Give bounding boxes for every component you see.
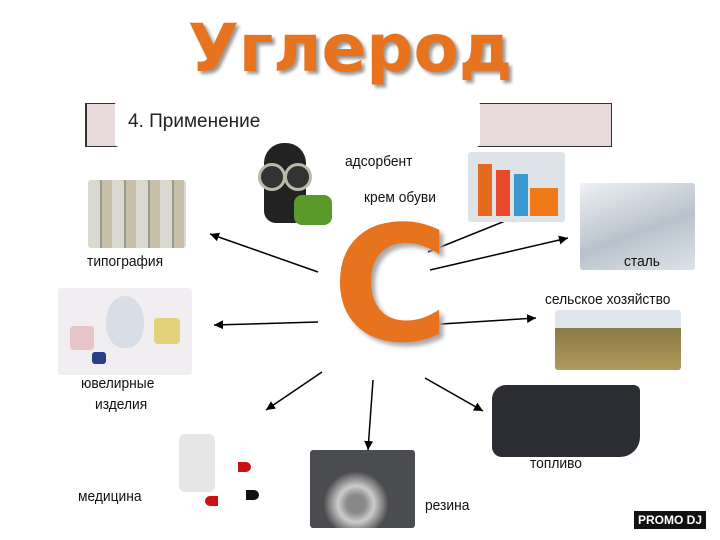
label-shoe-cream: крем обуви	[364, 189, 436, 206]
label-typography: типография	[87, 253, 164, 270]
arrow-agriculture	[424, 314, 537, 326]
arrow-fuel	[424, 377, 484, 412]
arrow-jewelry	[213, 320, 319, 330]
carbon-symbol: C	[332, 191, 450, 378]
label-steel: сталь	[624, 253, 660, 270]
medicine-image	[175, 430, 269, 512]
label-fuel: топливо	[530, 455, 582, 472]
slide-title: Углерод	[187, 10, 513, 87]
arrow-steel	[429, 235, 569, 271]
steel-pipe-image	[580, 183, 695, 270]
arrow-medicine	[265, 371, 323, 411]
label-agriculture: сельское хозяйство	[545, 291, 671, 308]
coal-image	[492, 385, 640, 457]
gas-mask-image	[250, 143, 334, 235]
label-rubber: резина	[425, 497, 470, 514]
label-medicine: медицина	[78, 488, 142, 505]
tire-image	[310, 450, 415, 528]
section-heading: 4. Применение	[128, 111, 261, 132]
shoe-cream-image	[468, 152, 565, 222]
diamonds-image	[58, 288, 192, 375]
field-image	[555, 310, 681, 370]
section-bar-label-bg	[115, 101, 480, 147]
newspapers-image	[88, 180, 186, 248]
arrow-typography	[209, 232, 319, 273]
watermark-logo: PROMO DJ	[634, 511, 707, 529]
label-jewelry-line1: ювелирные	[81, 375, 155, 392]
label-adsorbent: адсорбент	[345, 153, 413, 170]
label-jewelry-line2: изделия	[95, 396, 148, 413]
arrow-rubber	[364, 379, 374, 451]
